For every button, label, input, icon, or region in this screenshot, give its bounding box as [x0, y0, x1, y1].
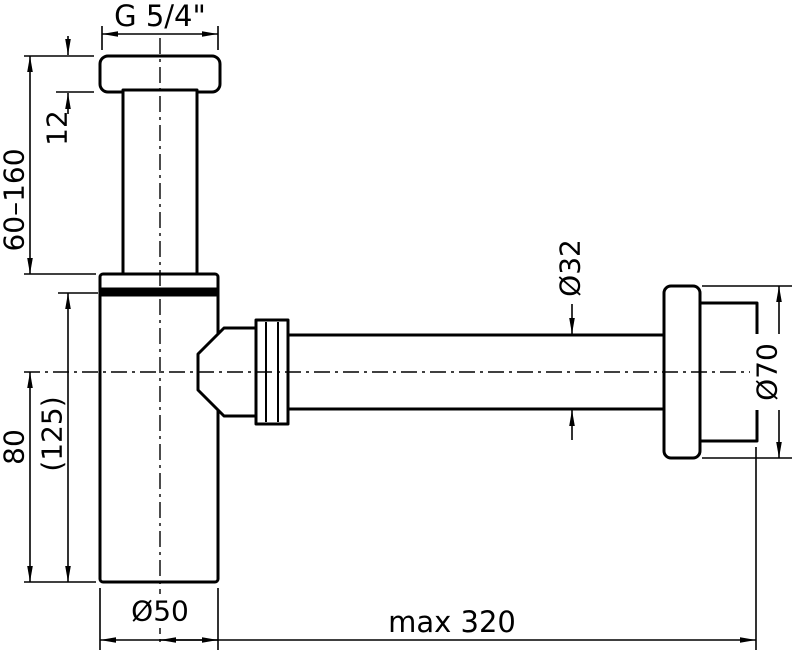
- max-reach-label: max 320: [388, 605, 516, 639]
- trap-body-group: [98, 54, 759, 584]
- dimension-lines: [24, 26, 792, 650]
- outlet-to-bottom-label: 80: [0, 429, 31, 465]
- cup-diameter-label: Ø50: [131, 595, 189, 628]
- centerlines: [24, 38, 770, 642]
- dimension-labels: G 5/4" 12 60–160 80 (125) Ø50 max 320 Ø3…: [0, 0, 784, 639]
- pipe-diameter-label: Ø32: [554, 239, 587, 297]
- adjustable-height-label: 60–160: [0, 148, 31, 251]
- flange-height-label: 12: [41, 110, 74, 146]
- body-height-label: (125): [36, 396, 69, 471]
- rosette-diameter-label: Ø70: [751, 343, 784, 401]
- rosette-diameter-label-background: [750, 334, 784, 410]
- thread-size-label: G 5/4": [114, 0, 206, 33]
- cup-body-shape: [98, 272, 220, 584]
- cup-diameter-label-background: [126, 594, 194, 628]
